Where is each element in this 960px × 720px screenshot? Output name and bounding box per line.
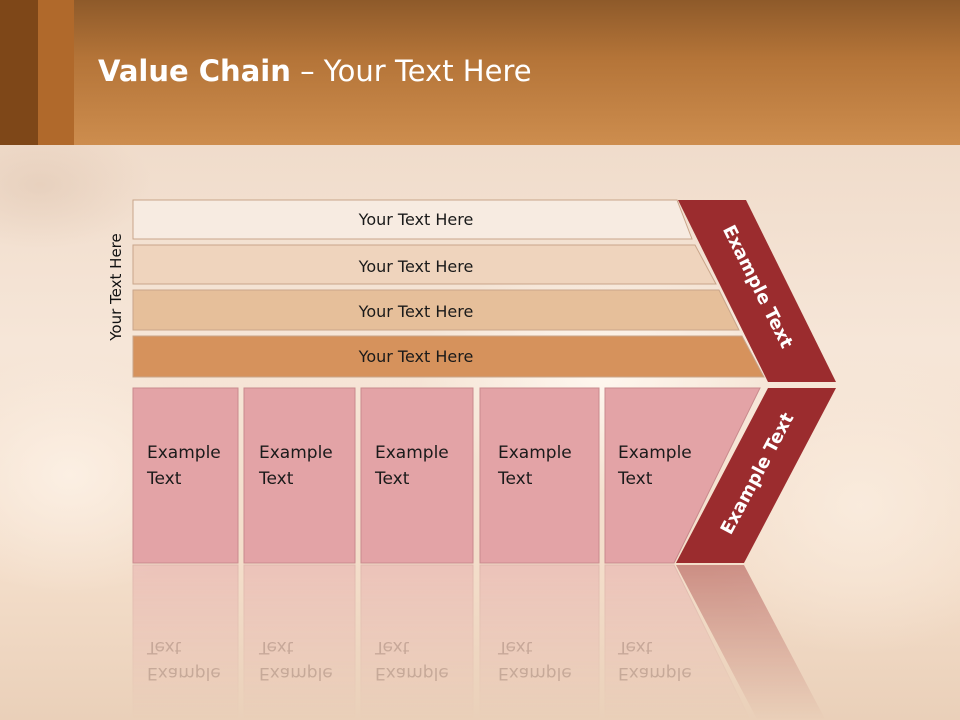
column-4-line1-reflection: Example [498,663,572,683]
band-1-label: Your Text Here [358,210,474,229]
column-4-line2-reflection: Text [498,637,533,657]
column-5-line2-reflection: Text [618,637,653,657]
column-3 [360,387,474,564]
column-4 [479,387,600,564]
column-5 [604,387,761,564]
arrow-upper-segment [678,200,836,382]
column-2-line1-reflection: Example [259,663,333,683]
band-4-label: Your Text Here [358,347,474,366]
band-3 [132,289,740,331]
column-1-text-reflection: Example Text [147,634,247,686]
slide-title-bold: Value Chain [98,54,291,88]
band-4 [132,335,765,378]
column-3-text-reflection: Example Text [375,634,475,686]
column-4-text-reflection: Example Text [498,634,598,686]
column-5-text-reflection: Example Text [618,634,718,686]
column-2-line1: Example [259,443,333,463]
column-1-line2: Text [147,469,182,489]
column-4-line2: Text [498,469,533,489]
band-2-label: Your Text Here [358,257,474,276]
header-accent-bar-dark [0,0,38,145]
column-5-line1: Example [618,443,692,463]
column-1 [132,387,239,564]
arrow-lower-segment [676,388,836,563]
column-2 [243,387,356,564]
column-3-line1: Example [375,443,449,463]
column-2-line2: Text [259,469,294,489]
slide-header: Value Chain – Your Text Here [0,0,960,145]
column-2-text-reflection: Example Text [259,634,359,686]
column-1-line1: Example [147,443,221,463]
column-1-line2-reflection: Text [147,637,182,657]
column-2-line2-reflection: Text [259,637,294,657]
column-5-line2: Text [618,469,653,489]
band-2 [132,244,717,285]
band-1 [132,199,693,240]
column-1-line1-reflection: Example [147,663,221,683]
header-accent-bar-light [38,0,74,145]
band-3-label: Your Text Here [358,302,474,321]
slide-title: Value Chain – Your Text Here [98,54,532,88]
slide-title-rest: – Your Text Here [290,54,532,88]
diagram-reflection [132,564,826,720]
column-3-line2: Text [375,469,410,489]
column-4-line1: Example [498,443,572,463]
column-3-line1-reflection: Example [375,663,449,683]
column-3-line2-reflection: Text [375,637,410,657]
column-5-line1-reflection: Example [618,663,692,683]
